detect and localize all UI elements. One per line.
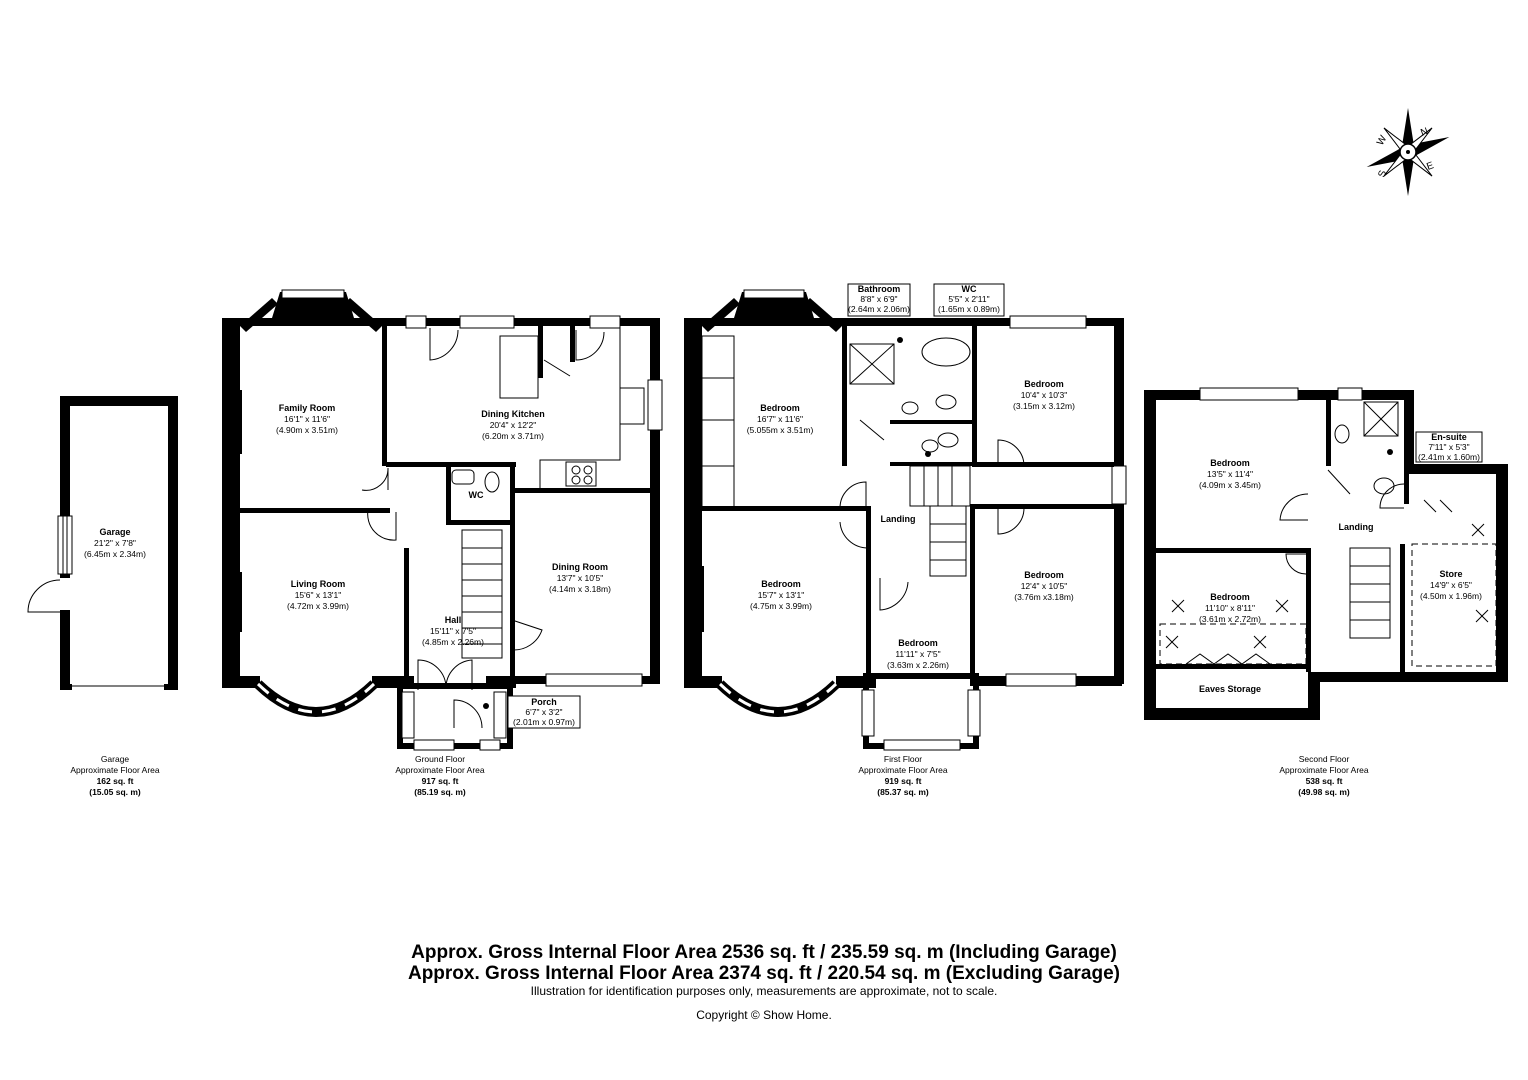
disclaimer-text: Illustration for identification purposes… bbox=[530, 984, 998, 998]
room-living-room-metric: (4.72m x 3.99m) bbox=[287, 601, 349, 611]
room-bedroom-6-name: Bedroom bbox=[1210, 458, 1250, 468]
floor-ground-label: Approximate Floor Area bbox=[395, 765, 485, 775]
compass-east-label: E bbox=[1425, 160, 1435, 173]
room-ensuite-metric: (2.41m x 1.60m) bbox=[1418, 452, 1480, 462]
compass-south-label: S bbox=[1376, 169, 1389, 179]
floor-second-sqft: 538 sq. ft bbox=[1306, 776, 1343, 786]
floor-area-footer: Approx. Gross Internal Floor Area 2536 s… bbox=[0, 942, 1528, 1022]
floor-first-name: First Floor bbox=[884, 754, 922, 764]
room-wc-first-metric: (1.65m x 0.89m) bbox=[938, 304, 1000, 314]
floor-second-label: Approximate Floor Area bbox=[1279, 765, 1369, 775]
compass-west-label: W bbox=[1375, 133, 1390, 147]
compass-north-label: N bbox=[1419, 126, 1430, 139]
floor-second-sqm: (49.98 sq. m) bbox=[1298, 787, 1350, 797]
room-living-room-name: Living Room bbox=[291, 579, 346, 589]
floor-garage-sqft: 162 sq. ft bbox=[97, 776, 134, 786]
room-bedroom-6-imperial: 13'5" x 11'4" bbox=[1207, 469, 1253, 479]
room-wc-first-imperial: 5'5" x 2'11" bbox=[948, 294, 989, 304]
floor-area-labels: Garage Approximate Floor Area 162 sq. ft… bbox=[70, 754, 1369, 797]
floor-garage-name: Garage bbox=[101, 754, 130, 764]
garage-plan bbox=[27, 396, 178, 692]
room-living-room-imperial: 15'6" x 13'1" bbox=[295, 590, 342, 600]
room-dining-kitchen-name: Dining Kitchen bbox=[481, 409, 545, 419]
room-bedroom-5-imperial: 11'11" x 7'5" bbox=[895, 649, 940, 659]
room-hall-metric: (4.85m x 2.26m) bbox=[422, 637, 484, 647]
gross-area-including-garage: Approx. Gross Internal Floor Area 2536 s… bbox=[411, 942, 1117, 963]
room-family-room-name: Family Room bbox=[279, 403, 336, 413]
room-porch-metric: (2.01m x 0.97m) bbox=[513, 717, 575, 727]
floor-ground-sqft: 917 sq. ft bbox=[422, 776, 459, 786]
room-hall-imperial: 15'11" x 7'5" bbox=[430, 626, 476, 636]
room-porch-imperial: 6'7" x 3'2" bbox=[525, 707, 562, 717]
compass-icon: N E S W bbox=[1366, 108, 1450, 196]
room-bedroom-4-imperial: 12'4" x 10'5" bbox=[1021, 581, 1068, 591]
room-bedroom-2-name: Bedroom bbox=[1024, 379, 1064, 389]
floor-garage-label: Approximate Floor Area bbox=[70, 765, 160, 775]
room-bedroom-7-name: Bedroom bbox=[1210, 592, 1250, 602]
floor-first-sqft: 919 sq. ft bbox=[885, 776, 922, 786]
room-store-imperial: 14'9" x 6'5" bbox=[1430, 580, 1472, 590]
second-floor-plan bbox=[1144, 387, 1508, 720]
room-garage-metric: (6.45m x 2.34m) bbox=[84, 549, 146, 559]
floor-garage-sqm: (15.05 sq. m) bbox=[89, 787, 141, 797]
gross-area-excluding-garage: Approx. Gross Internal Floor Area 2374 s… bbox=[407, 963, 1120, 984]
room-bedroom-2-imperial: 10'4" x 10'3" bbox=[1021, 390, 1068, 400]
ground-floor-plan bbox=[222, 289, 663, 751]
room-bedroom-6-metric: (4.09m x 3.45m) bbox=[1199, 480, 1261, 490]
room-dining-room-metric: (4.14m x 3.18m) bbox=[549, 584, 611, 594]
room-family-room-imperial: 16'1" x 11'6" bbox=[284, 414, 330, 424]
room-garage-name: Garage bbox=[99, 527, 130, 537]
room-bathroom-imperial: 8'8" x 6'9" bbox=[860, 294, 897, 304]
copyright-text: Copyright © Show Home. bbox=[696, 1008, 832, 1022]
room-dining-room-imperial: 13'7" x 10'5" bbox=[557, 573, 604, 583]
room-bedroom-1-name: Bedroom bbox=[760, 403, 800, 413]
room-dining-kitchen-metric: (6.20m x 3.71m) bbox=[482, 431, 544, 441]
room-bedroom-1-metric: (5.055m x 3.51m) bbox=[747, 425, 814, 435]
room-bedroom-7-imperial: 11'10" x 8'11" bbox=[1205, 603, 1255, 613]
room-landing-second-name: Landing bbox=[1339, 522, 1374, 532]
floor-first-label: Approximate Floor Area bbox=[858, 765, 948, 775]
room-bedroom-7-metric: (3.61m x 2.72m) bbox=[1199, 614, 1261, 624]
room-labels: Garage 21'2" x 7'8" (6.45m x 2.34m) Fami… bbox=[84, 284, 1482, 729]
floor-ground-name: Ground Floor bbox=[415, 754, 465, 764]
room-store-metric: (4.50m x 1.96m) bbox=[1420, 591, 1482, 601]
room-landing-first-name: Landing bbox=[881, 514, 916, 524]
room-bedroom-5-metric: (3.63m x 2.26m) bbox=[887, 660, 949, 670]
room-ensuite-imperial: 7'11" x 5'3" bbox=[1428, 442, 1469, 452]
room-hall-name: Hall bbox=[445, 615, 462, 625]
room-bedroom-5-name: Bedroom bbox=[898, 638, 938, 648]
room-bedroom-2-metric: (3.15m x 3.12m) bbox=[1013, 401, 1075, 411]
room-bedroom-1-imperial: 16'7" x 11'6" bbox=[757, 414, 803, 424]
room-bathroom-metric: (2.64m x 2.06m) bbox=[848, 304, 910, 314]
room-bedroom-4-name: Bedroom bbox=[1024, 570, 1064, 580]
floor-second-name: Second Floor bbox=[1299, 754, 1350, 764]
room-bedroom-3-metric: (4.75m x 3.99m) bbox=[750, 601, 812, 611]
room-eaves-storage-name: Eaves Storage bbox=[1199, 684, 1261, 694]
room-wc-first-name: WC bbox=[962, 284, 977, 294]
room-bedroom-4-metric: (3.76m x3.18m) bbox=[1014, 592, 1074, 602]
room-wc-ground-name: WC bbox=[469, 490, 484, 500]
room-bathroom-name: Bathroom bbox=[858, 284, 901, 294]
room-ensuite-name: En-suite bbox=[1431, 432, 1467, 442]
room-porch-name: Porch bbox=[531, 697, 557, 707]
floor-ground-sqm: (85.19 sq. m) bbox=[414, 787, 466, 797]
room-dining-room-name: Dining Room bbox=[552, 562, 608, 572]
room-family-room-metric: (4.90m x 3.51m) bbox=[276, 425, 338, 435]
room-store-name: Store bbox=[1439, 569, 1462, 579]
room-garage-imperial: 21'2" x 7'8" bbox=[94, 538, 136, 548]
room-bedroom-3-imperial: 15'7" x 13'1" bbox=[758, 590, 805, 600]
room-dining-kitchen-imperial: 20'4" x 12'2" bbox=[490, 420, 537, 430]
first-floor-plan bbox=[684, 283, 1127, 751]
room-bedroom-3-name: Bedroom bbox=[761, 579, 801, 589]
floor-first-sqm: (85.37 sq. m) bbox=[877, 787, 929, 797]
